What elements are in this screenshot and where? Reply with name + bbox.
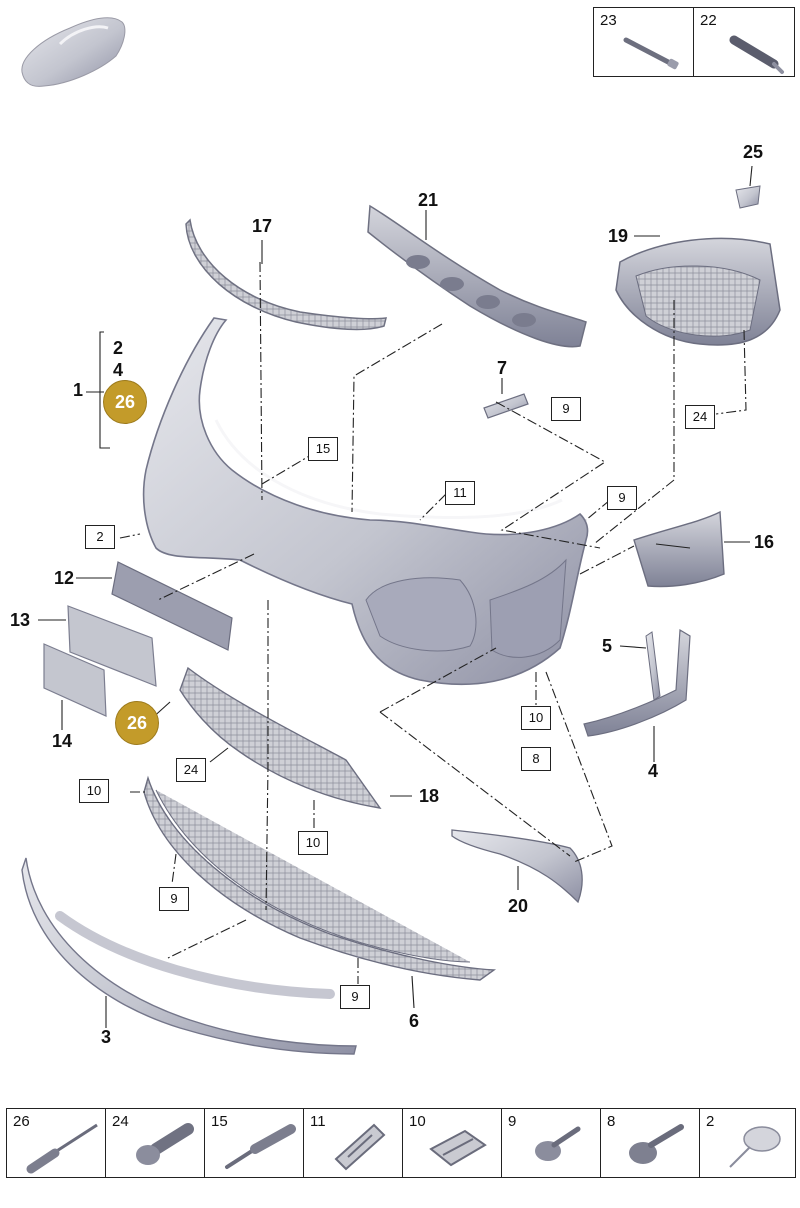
badge-26-bumper: 26 [103, 380, 147, 424]
box-callout-10-left: 10 [79, 779, 109, 803]
fastener-cell-10: 10 [403, 1109, 502, 1177]
part-6-mesh-grille [143, 775, 497, 981]
box-callout-11: 11 [445, 481, 475, 505]
box-callout-10-right: 10 [521, 706, 551, 730]
fastener-cell-8: 8 [601, 1109, 700, 1177]
screw-icon [535, 1126, 581, 1161]
callout-6: 6 [408, 1011, 420, 1031]
part-17-upper-grille [185, 218, 387, 331]
callout-5: 5 [601, 636, 613, 656]
expansion-rivet-icon [225, 1124, 296, 1169]
car-icon [21, 17, 126, 87]
box-callout-9-side: 9 [607, 486, 637, 510]
part-7-bracket [483, 393, 529, 419]
callout-21: 21 [417, 190, 439, 210]
fastener-number: 23 [600, 12, 617, 29]
fastener-panel-bottom: 26 24 15 11 [6, 1108, 796, 1178]
box-callout-24-duct: 24 [685, 405, 715, 429]
part-13-plate-base [67, 605, 157, 687]
callout-4-group: 4 [112, 360, 124, 380]
callout-16: 16 [753, 532, 775, 552]
fastener-number: 10 [409, 1113, 426, 1130]
part-19-air-duct [615, 185, 781, 346]
part-18-lower-grille [179, 666, 382, 809]
callout-25: 25 [742, 142, 764, 162]
callout-19: 19 [607, 226, 629, 246]
part-16-side-trim [633, 510, 725, 588]
fastener-cell-24: 24 [106, 1109, 205, 1177]
fastener-number: 8 [607, 1113, 616, 1130]
fastener-number: 11 [310, 1113, 326, 1130]
flange-screw-icon [629, 1124, 684, 1164]
part-21-crossmember [367, 204, 587, 348]
fastener-number: 2 [706, 1113, 715, 1130]
leader-lines [119, 261, 747, 984]
callout-12: 12 [53, 568, 75, 588]
box-callout-15: 15 [308, 437, 338, 461]
fastener-cell-22: 22 [694, 8, 794, 76]
part-1-bumper-cover [142, 317, 589, 686]
callout-3: 3 [100, 1027, 112, 1047]
callout-20: 20 [507, 896, 529, 916]
cap-plug-icon [729, 1126, 781, 1168]
fastener-number: 26 [13, 1113, 30, 1130]
solid-leaders [38, 165, 753, 1028]
box-callout-8: 8 [521, 747, 551, 771]
box-callout-2: 2 [85, 525, 115, 549]
fastener-cell-23: 23 [594, 8, 694, 76]
callout-13: 13 [9, 610, 31, 630]
blind-rivet-icon [26, 1123, 98, 1174]
callout-1: 1 [72, 380, 84, 400]
fastener-number: 24 [112, 1113, 129, 1130]
fastener-cell-9: 9 [502, 1109, 601, 1177]
fastener-cell-26: 26 [7, 1109, 106, 1177]
callout-14: 14 [51, 731, 73, 751]
box-callout-9-lower: 9 [340, 985, 370, 1009]
callout-17: 17 [251, 216, 273, 236]
part-20-side-flap [451, 829, 583, 904]
rivet-tip-icon [729, 35, 784, 74]
speed-nut-icon [429, 1129, 487, 1167]
fastener-cell-15: 15 [205, 1109, 304, 1177]
callout-2: 2 [112, 338, 124, 358]
callout-7: 7 [496, 358, 508, 378]
callout-4: 4 [647, 761, 659, 781]
fastener-cell-2: 2 [700, 1109, 795, 1177]
pin-icon [623, 37, 679, 70]
fastener-cell-11: 11 [304, 1109, 403, 1177]
box-callout-24-grille: 24 [176, 758, 206, 782]
part-3-lip-spoiler [21, 857, 357, 1055]
bolt-icon [136, 1123, 194, 1165]
box-callout-9-bracket: 9 [551, 397, 581, 421]
fastener-number: 22 [700, 12, 717, 29]
part-5-trim-strip [645, 631, 661, 701]
callout-18: 18 [418, 786, 440, 806]
spring-clip-icon [334, 1123, 386, 1171]
fastener-number: 9 [508, 1113, 517, 1130]
fastener-panel-top: 23 22 [593, 7, 795, 77]
part-14-plate-bracket [43, 643, 107, 717]
fastener-number: 15 [211, 1113, 228, 1130]
part-12-plate-holder [111, 561, 233, 651]
part-4-lower-trim [583, 628, 691, 737]
box-callout-9-grille: 9 [159, 887, 189, 911]
badge-26-grille: 26 [115, 701, 159, 745]
box-callout-10-center: 10 [298, 831, 328, 855]
